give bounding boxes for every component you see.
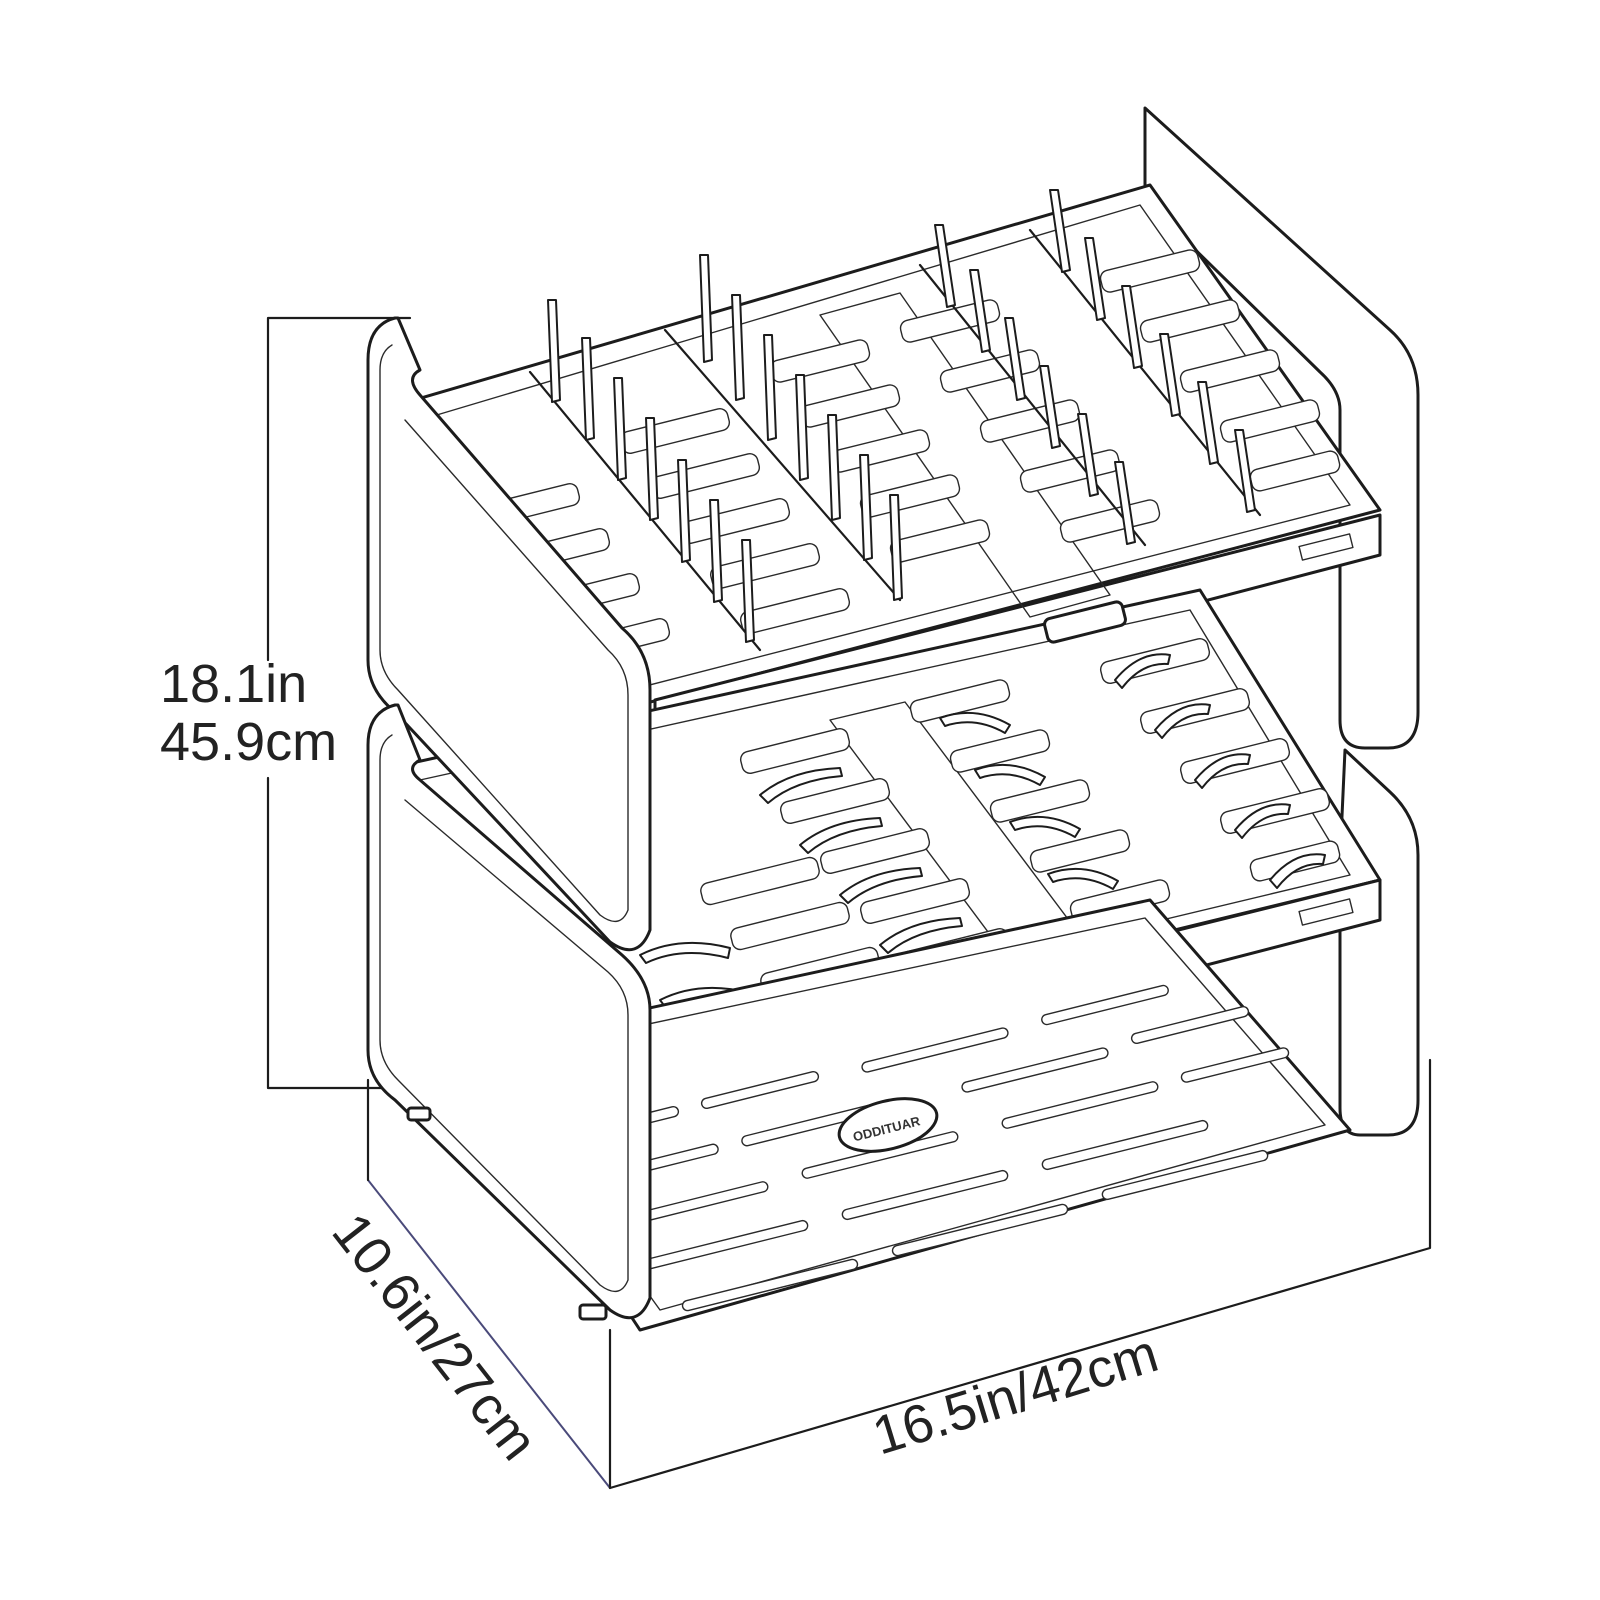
lower-rail-badge xyxy=(1298,898,1354,926)
upper-slots-right xyxy=(899,249,1341,543)
left-lower-side-frame-inner xyxy=(379,734,629,1293)
left-lower-side-frame xyxy=(366,703,652,1320)
left-upper-side-frame-inner xyxy=(379,344,629,923)
depth-dimension-line xyxy=(367,1179,611,1489)
upper-divider-strip xyxy=(819,292,1111,618)
drip-tray-logo-badge: ODDITUAR xyxy=(837,1097,939,1153)
mid-tray-handle xyxy=(1043,600,1127,644)
left-upper-side-frame xyxy=(366,316,652,952)
height-dimension-bracket xyxy=(266,316,412,1090)
depth-label: 10.6in/27cm xyxy=(321,1202,549,1471)
upper-rail-badge xyxy=(1298,533,1354,561)
width-dimension-box xyxy=(366,1058,1432,1490)
right-lower-side-frame xyxy=(1338,748,1420,1137)
back-left-foot xyxy=(406,1106,432,1122)
upper-prong-row-2 xyxy=(663,254,903,602)
height-label-inches: 18.1in xyxy=(160,654,307,714)
upper-prong-row-3 xyxy=(918,224,1147,547)
upper-prong-row-4 xyxy=(1028,189,1262,517)
height-label-centimeters: 45.9cm xyxy=(160,712,337,772)
upper-prong-row-1 xyxy=(528,299,762,652)
dish-rack-illustration: ODDITUAR xyxy=(366,106,1420,1332)
front-left-foot xyxy=(578,1303,608,1321)
width-label: 16.5in/42cm xyxy=(866,1323,1165,1466)
